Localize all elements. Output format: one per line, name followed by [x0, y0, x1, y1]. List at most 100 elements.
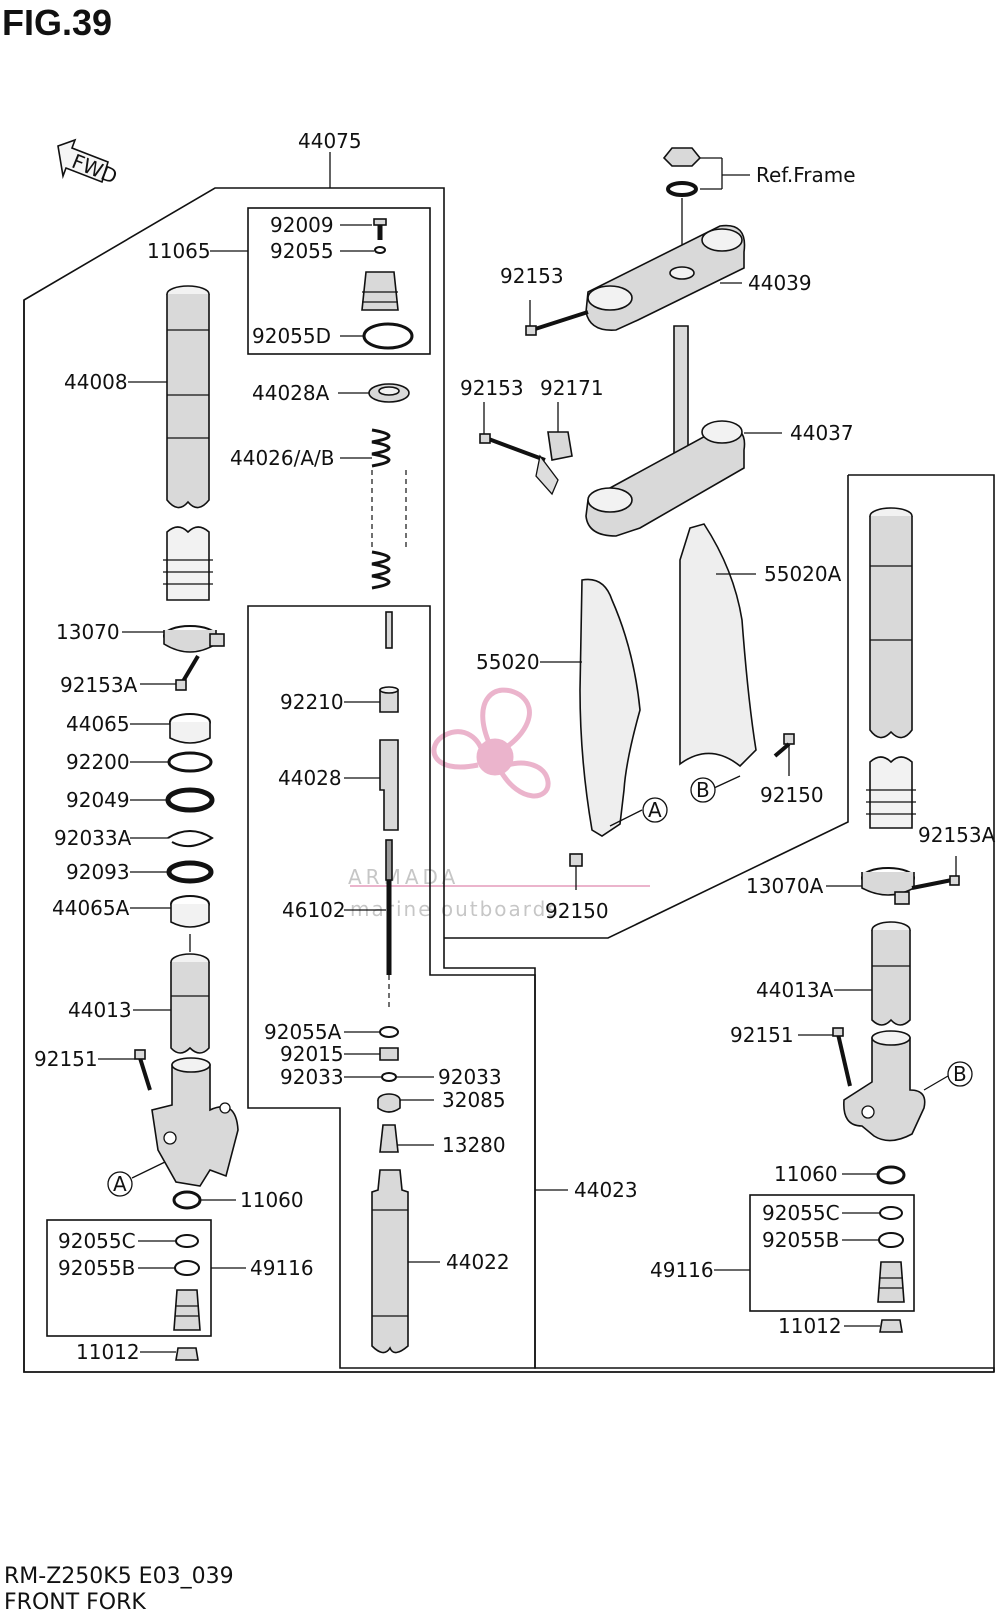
label-92153-top: 92153 — [500, 264, 564, 288]
o-ring-92055D — [362, 322, 414, 350]
label-92033A: 92033A — [54, 826, 132, 850]
plug-49116-right — [877, 1261, 905, 1303]
o-ring-92055C-right — [879, 1206, 903, 1220]
o-ring-92055B-left — [174, 1260, 200, 1276]
o-ring-11060-left — [172, 1190, 202, 1210]
label-44022: 44022 — [446, 1250, 510, 1274]
inner-tube-44013 — [170, 953, 210, 1054]
label-92055C-right: 92055C — [762, 1201, 840, 1225]
outer-tube-right — [869, 507, 913, 739]
label-92153A-right: 92153A — [918, 823, 996, 847]
marker-a-right: A — [642, 797, 668, 823]
upper-bracket-44039 — [585, 224, 746, 331]
leader-lines — [98, 152, 957, 1353]
label-ref-frame: Ref.Frame — [756, 163, 856, 187]
label-55020: 55020 — [476, 650, 540, 674]
svg-text:A: A — [113, 1172, 127, 1196]
washer-92200 — [167, 751, 213, 773]
label-92055B-right: 92055B — [762, 1228, 839, 1252]
boot-clamp-13070A — [861, 867, 915, 905]
fwd-label: FWD — [68, 149, 120, 189]
marker-b-left: B — [690, 777, 716, 803]
label-44026: 44026/A/B — [230, 446, 335, 470]
dust-boot-right — [866, 756, 916, 829]
washer-stem — [666, 181, 698, 197]
washer-92033 — [381, 1072, 397, 1082]
svg-text:A: A — [648, 798, 662, 822]
label-92055A: 92055A — [264, 1020, 342, 1044]
label-92210: 92210 — [280, 690, 344, 714]
nut-92210 — [379, 686, 399, 713]
axle-holder-left — [151, 1057, 239, 1187]
label-92171: 92171 — [540, 376, 604, 400]
label-44039: 44039 — [748, 271, 812, 295]
label-44037: 44037 — [790, 421, 854, 445]
right-assembly-box-diagonal — [444, 475, 849, 939]
o-ring-92055A — [379, 1026, 399, 1038]
label-92151-right: 92151 — [730, 1023, 794, 1047]
bolt-92153A-right — [911, 875, 960, 890]
label-92033-right: 92033 — [438, 1065, 502, 1089]
label-92055: 92055 — [270, 239, 334, 263]
fork-guard-55020 — [579, 578, 641, 837]
right-assembly-box — [848, 474, 995, 1372]
label-49116-left: 49116 — [250, 1256, 314, 1280]
spring-seat-44028A — [368, 383, 410, 403]
bolt-92009 — [373, 218, 387, 240]
boot-clamp-13070 — [163, 625, 225, 653]
o-ring-92055 — [374, 246, 386, 254]
label-11060-left: 11060 — [240, 1188, 304, 1212]
part-labels: 44075 11065 92009 92055 92055D 44008 440… — [34, 129, 996, 1364]
label-92151-left: 92151 — [34, 1047, 98, 1071]
inner-tube-44013A — [871, 921, 911, 1026]
label-92033-left: 92033 — [280, 1065, 344, 1089]
fork-guard-55020A — [679, 523, 757, 768]
label-44013: 44013 — [68, 998, 132, 1022]
stem-44037 — [585, 325, 746, 537]
axle-holder-right — [843, 1030, 926, 1142]
label-44065A: 44065A — [52, 896, 130, 920]
label-92015: 92015 — [280, 1042, 344, 1066]
bolt-92150-a — [569, 853, 583, 867]
svg-text:B: B — [953, 1062, 967, 1086]
seal-92093 — [166, 860, 214, 884]
bushing-44065A — [170, 895, 210, 928]
svg-text:B: B — [696, 778, 710, 802]
stem-nut — [662, 147, 702, 167]
label-13070A: 13070A — [746, 874, 824, 898]
rebound-rod-44028 — [379, 739, 399, 831]
cable-guide-92171 — [535, 431, 573, 496]
figure-title: FIG.39 — [2, 2, 113, 43]
label-92153A-left: 92153A — [60, 673, 138, 697]
label-92009: 92009 — [270, 213, 334, 237]
o-ring-92055B-right — [878, 1232, 904, 1248]
snap-ring-92033A — [167, 830, 214, 848]
label-13280: 13280 — [442, 1133, 506, 1157]
o-ring-92055C-left — [175, 1234, 199, 1248]
label-92150-b: 92150 — [760, 783, 824, 807]
outer-frame-bottom — [23, 300, 994, 1373]
bleed-subassembly-box-left — [46, 1219, 212, 1337]
bleed-subassembly-box-right — [749, 1194, 915, 1312]
nut-11012-left — [175, 1347, 199, 1361]
dust-seal-boot — [163, 526, 213, 601]
rod-top — [385, 611, 393, 649]
bolt-92153-top — [525, 310, 589, 336]
damper-rod-46102 — [385, 839, 393, 1010]
plug-49116-left — [173, 1289, 201, 1331]
label-92150-a: 92150 — [545, 899, 609, 923]
marker-a-left: A — [107, 1171, 133, 1197]
label-44028: 44028 — [278, 766, 342, 790]
o-ring-11060-right — [876, 1165, 906, 1185]
label-92153-mid: 92153 — [460, 376, 524, 400]
label-11065: 11065 — [147, 239, 211, 263]
oil-seal-92049 — [165, 787, 215, 813]
label-55020A: 55020A — [764, 562, 842, 586]
label-13070: 13070 — [56, 620, 120, 644]
piston-92015 — [379, 1047, 399, 1061]
bushing-44065 — [169, 713, 211, 744]
label-92055B-left: 92055B — [58, 1256, 135, 1280]
watermark-tagline: marine outboards — [350, 897, 560, 921]
bolt-92150-b — [773, 733, 795, 758]
